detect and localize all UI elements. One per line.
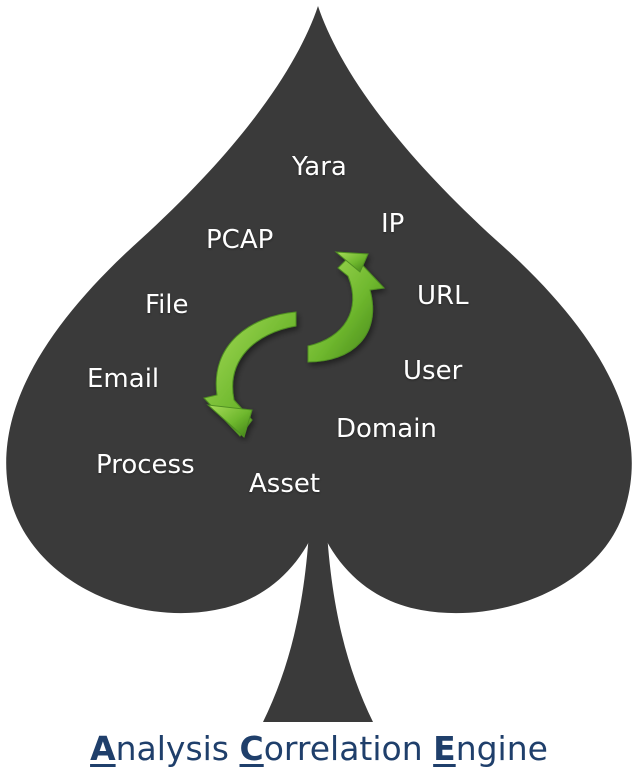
caption-initial-e: E [433,729,456,768]
term-asset: Asset [249,469,321,499]
caption-initial-a: A [90,729,116,768]
caption-rest-3: ngine [455,729,548,768]
caption-rest-2: orrelation [263,729,434,768]
term-ip: IP [381,209,405,239]
caption-rest-1: nalysis [115,729,240,768]
upper-arrow-icon [307,251,386,363]
term-url: URL [417,281,469,311]
term-process: Process [96,450,195,480]
caption-initial-c: C [239,729,264,768]
term-yara: Yara [292,152,347,182]
term-email: Email [87,364,160,394]
term-pcap: PCAP [206,225,274,255]
spade-stem [263,515,373,722]
spade-shape [6,6,632,614]
term-user: User [403,356,463,386]
lower-arrow-icon [203,311,297,438]
term-file: File [145,290,189,320]
caption-title: Analysis Correlation Engine [0,729,638,769]
term-domain: Domain [336,414,437,444]
